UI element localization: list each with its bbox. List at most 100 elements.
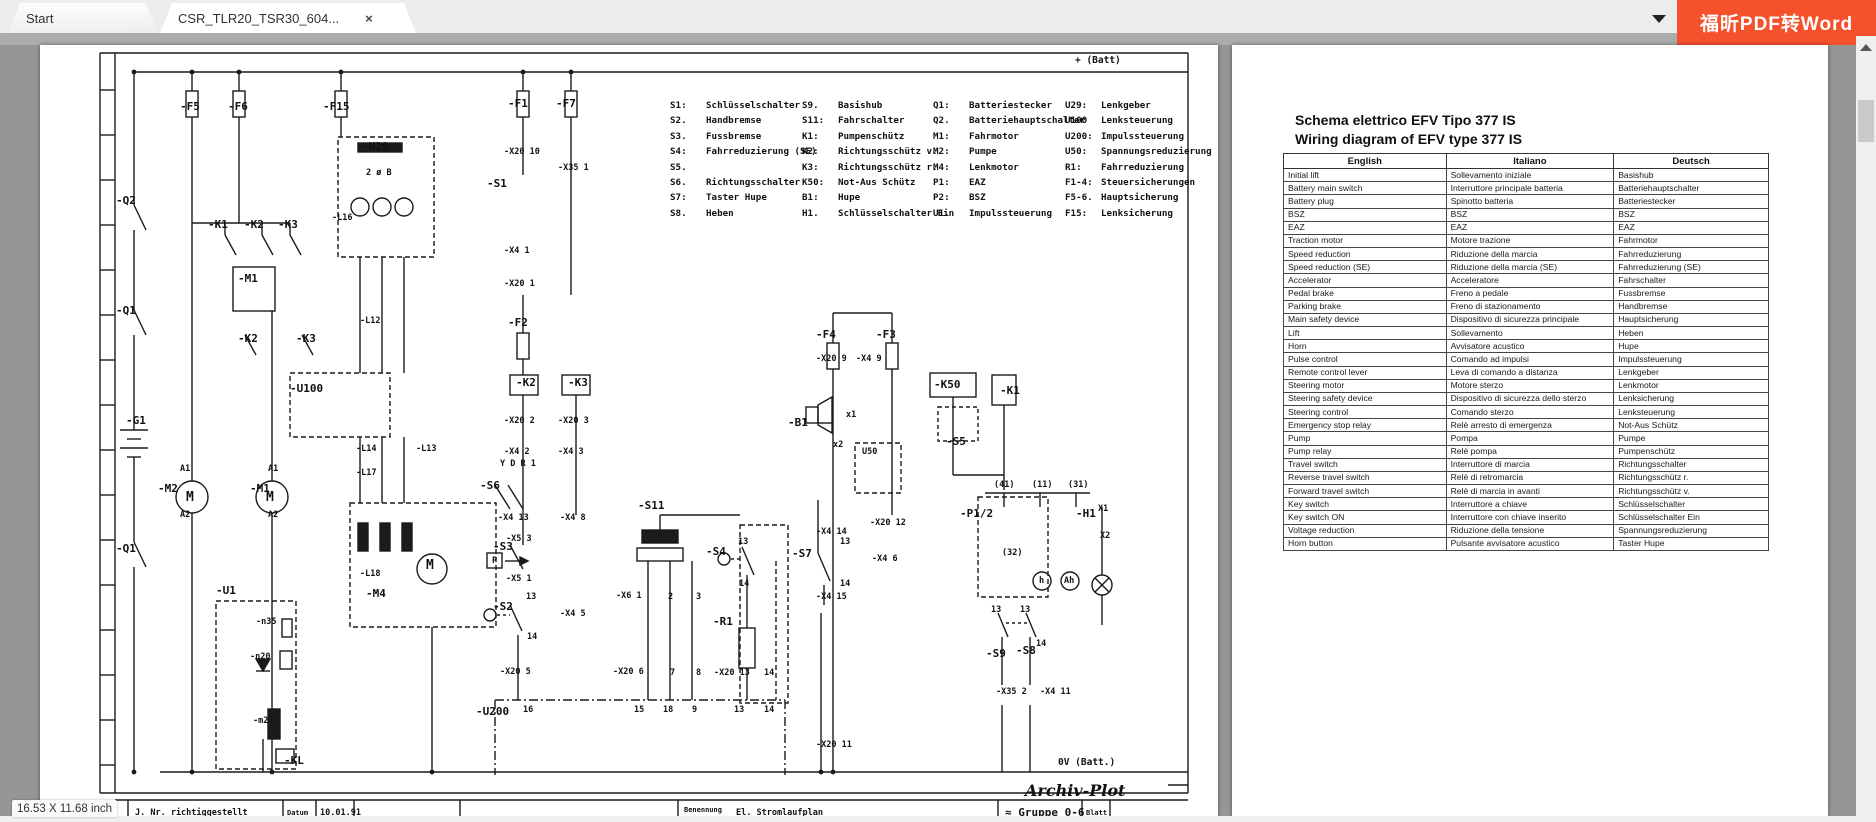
schematic-label: (31) bbox=[1068, 480, 1089, 490]
schematic-label: 14 bbox=[840, 579, 851, 589]
schematic-label: 2 ø B bbox=[366, 168, 392, 178]
schematic-label: 14 bbox=[739, 579, 750, 589]
schematic-label: Y D R 1 bbox=[500, 459, 536, 469]
titleblock-nr: J. Nr. richtiggestellt bbox=[135, 808, 248, 816]
table-cell: Relè pompa bbox=[1445, 444, 1615, 459]
schematic-label: -S6 bbox=[480, 479, 500, 492]
schematic-label: -U100 bbox=[290, 382, 324, 395]
schematic-label: -K2 bbox=[244, 218, 264, 231]
table-cell: BSZ bbox=[1613, 207, 1769, 222]
schematic-label: -F15 bbox=[323, 100, 350, 113]
legend-entry: F15:Lenksicherung bbox=[1065, 207, 1173, 219]
schematic-label: 16 bbox=[523, 705, 534, 715]
schematic-label: x1 bbox=[846, 410, 857, 420]
scroll-up-icon[interactable] bbox=[1860, 44, 1872, 51]
schematic-label: -K1 bbox=[1000, 384, 1020, 397]
legend-entry: K2:Richtungsschütz v. bbox=[802, 146, 938, 158]
legend-entry: F1-4:Steuersicherungen bbox=[1065, 176, 1196, 188]
schematic-label: -M1 bbox=[250, 482, 270, 495]
schematic-label: -X5 1 bbox=[506, 574, 532, 584]
legend-entry: S1:Schlüsselschalter bbox=[670, 100, 801, 111]
schematic-label: M bbox=[266, 490, 274, 505]
titleblock-benennung-value: El. Stromlaufplan bbox=[736, 808, 823, 816]
table-cell: Pump bbox=[1283, 431, 1447, 446]
table-cell: Pompa bbox=[1445, 431, 1615, 446]
schematic-label: -F1 bbox=[508, 97, 528, 110]
schematic-label: -L13 bbox=[416, 444, 437, 454]
table-cell: Interruttore con chiave inserito bbox=[1445, 510, 1615, 525]
schematic-label: -F5 bbox=[180, 100, 200, 113]
schematic-label: -m23 bbox=[253, 716, 274, 726]
schematic-label: 13 bbox=[991, 605, 1002, 615]
tab-document[interactable]: CSR_TLR20_TSR30_604... × bbox=[160, 3, 416, 33]
table-cell: Pulse control bbox=[1283, 352, 1447, 367]
table-cell: Spinotto batteria bbox=[1445, 194, 1615, 209]
tab-start[interactable]: Start bbox=[8, 3, 158, 33]
schematic-label: -X35 2 bbox=[996, 687, 1027, 697]
schematic-label: -X4 13 bbox=[498, 513, 529, 523]
legend-entry: F5-6.Hauptsicherung bbox=[1065, 192, 1179, 204]
schematic-label: 18 bbox=[663, 705, 674, 715]
table-cell: Battery main switch bbox=[1283, 181, 1447, 196]
table-header: Deutsch bbox=[1613, 153, 1769, 169]
table-cell: Riduzione della marcia bbox=[1445, 247, 1615, 262]
schematic-label: -X4 15 bbox=[816, 592, 847, 602]
table-cell: Forward travel switch bbox=[1283, 484, 1447, 499]
table-cell: Key switch bbox=[1283, 497, 1447, 512]
schematic-label: A2 bbox=[268, 510, 279, 520]
schematic-label: -U29 bbox=[362, 140, 389, 153]
schematic-label: 14 bbox=[764, 668, 775, 678]
tab-close-icon[interactable]: × bbox=[365, 10, 373, 26]
table-cell: Riduzione della marcia (SE) bbox=[1445, 260, 1615, 275]
schematic-label: -X4 14 bbox=[816, 527, 847, 537]
schematic-label: -M4 bbox=[366, 587, 386, 600]
titleblock-datum-label: Datum bbox=[287, 809, 309, 816]
dropdown-caret-icon[interactable] bbox=[1652, 15, 1666, 23]
table-cell: Schlüsselschalter Ein bbox=[1613, 510, 1769, 525]
vertical-scrollbar[interactable] bbox=[1856, 36, 1876, 822]
pdf-to-word-button[interactable]: 福昕PDF转Word bbox=[1677, 0, 1876, 45]
table-cell: Traction motor bbox=[1283, 233, 1447, 249]
schematic-label: -Q2 bbox=[116, 194, 136, 207]
table-cell: Lenkmotor bbox=[1613, 378, 1769, 393]
schematic-label: -F3 bbox=[876, 328, 896, 341]
table-cell: Pedal brake bbox=[1283, 286, 1447, 301]
archiv-plot-label: Archiv-Plot bbox=[1025, 781, 1126, 800]
schematic-label: -M1 bbox=[238, 272, 258, 285]
table-cell: Motore trazione bbox=[1445, 233, 1615, 249]
scrollbar-thumb[interactable] bbox=[1858, 100, 1874, 142]
table-cell: Interruttore di marcia bbox=[1445, 457, 1615, 472]
schematic-wires bbox=[99, 52, 1189, 816]
schematic-label: -X20 3 bbox=[558, 416, 589, 426]
table-page: Schema elettrico EFV Tipo 377 IS Wiring … bbox=[1232, 45, 1828, 816]
legend-entry: S6.Richtungsschalter bbox=[670, 176, 801, 188]
table-cell: Lenksicherung bbox=[1613, 391, 1769, 407]
legend-entry: S8.Heben bbox=[670, 207, 734, 219]
schematic-label: 13 bbox=[738, 537, 749, 547]
table-cell: Batteriehauptschalter bbox=[1613, 181, 1769, 196]
schematic-label: 13 bbox=[840, 537, 851, 547]
table-cell: Interruttore principale batteria bbox=[1445, 181, 1615, 196]
table-cell: Acceleratore bbox=[1445, 273, 1615, 288]
schematic-label: 3 bbox=[696, 592, 702, 602]
legend-entry: S11:Fahrschalter bbox=[802, 115, 905, 127]
table-cell: Key switch ON bbox=[1283, 510, 1447, 525]
schematic-label: -F6 bbox=[228, 100, 248, 113]
table-cell: Lenkgeber bbox=[1613, 365, 1769, 380]
table-cell: Main safety device bbox=[1283, 312, 1447, 328]
schematic-label: x2 bbox=[833, 440, 844, 450]
